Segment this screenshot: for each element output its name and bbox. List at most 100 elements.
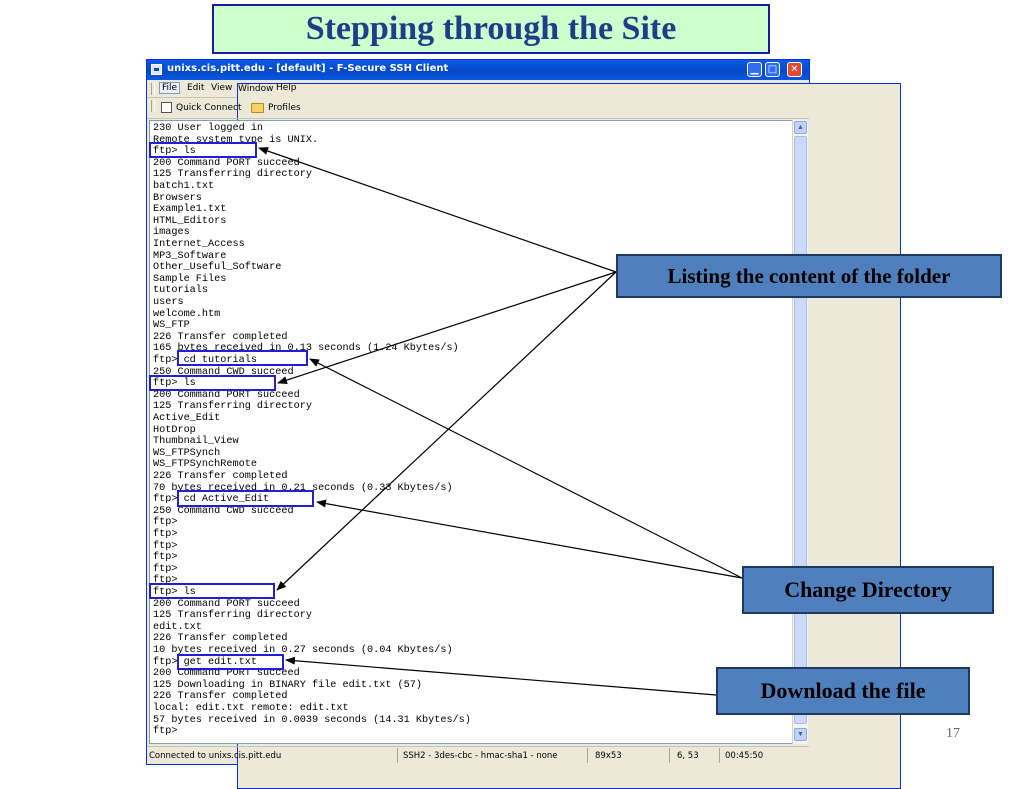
slide-title: Stepping through the Site: [212, 4, 770, 54]
terminal-line: ftp>: [153, 575, 178, 587]
terminal-line: HTML_Editors: [153, 215, 227, 227]
terminal-line: ftp>: [153, 540, 178, 552]
profiles-label: Profiles: [268, 103, 301, 113]
terminal-line: Internet_Access: [153, 239, 245, 250]
arrow-listing-ls-2: [277, 271, 617, 384]
arrow-listing-ls-3: [276, 271, 617, 591]
menubar-grip: [151, 83, 155, 95]
scroll-down-icon[interactable]: ▼: [794, 728, 807, 741]
highlight-cd-tutorials: [177, 350, 308, 366]
terminal-line: Remote system type is UNIX.: [153, 134, 319, 146]
terminal-line: local: edit.txt remote: edit.txt: [153, 703, 349, 714]
terminal-line: ftp>: [153, 552, 178, 564]
terminal-line: 125 Downloading in BINARY file edit.txt …: [153, 679, 422, 691]
status-terminal-size: 89x53: [595, 751, 622, 761]
highlight-ls-1: [149, 142, 257, 158]
terminal-line: 125 Transferring directory: [153, 610, 312, 622]
terminal-line: 226 Transfer completed: [153, 633, 288, 645]
terminal-line: 200 Command PORT succeed: [153, 668, 300, 680]
terminal-line: 10 bytes received in 0.27 seconds (0.04 …: [153, 645, 453, 656]
terminal-line: ftp>: [153, 563, 178, 575]
menu-view[interactable]: View: [211, 83, 233, 93]
callout-arrows: [258, 147, 743, 696]
toolbar: Quick Connect Profiles: [147, 98, 809, 119]
terminal-line: Sample Files: [153, 273, 227, 285]
status-bar: Connected to unixs.cis.pitt.edu SSH2 - 3…: [147, 746, 809, 765]
menu-edit[interactable]: Edit: [187, 83, 205, 93]
terminal-line: users: [153, 297, 184, 308]
profiles-button[interactable]: Profiles: [251, 101, 301, 115]
quick-connect-icon: [161, 102, 172, 113]
terminal-line: HotDrop: [153, 424, 196, 436]
highlight-cd-active-edit: [177, 490, 314, 507]
terminal-line: ftp> ls: [153, 146, 196, 158]
callout-download: Download the file: [716, 667, 970, 715]
scroll-up-icon[interactable]: ▲: [794, 121, 807, 134]
terminal-line: 125 Transferring directory: [153, 401, 312, 413]
terminal-line: 200 Command PORT succeed: [153, 389, 300, 401]
close-button[interactable]: ✕: [787, 62, 802, 77]
terminal-line: ftp>: [153, 529, 178, 540]
status-elapsed-time: 00:45:50: [725, 751, 764, 761]
arrow-cd-active-edit: [316, 499, 743, 579]
callout-change-directory: Change Directory: [742, 566, 994, 614]
terminal-line: ftp> ls: [153, 378, 196, 390]
terminal-line: batch1.txt: [153, 181, 215, 192]
terminal-line: 125 Transferring directory: [153, 169, 312, 181]
terminal-window-icon[interactable]: [151, 64, 162, 75]
highlight-ls-3: [149, 583, 275, 599]
terminal-line: 230 User logged in: [153, 123, 264, 134]
terminal-line: WS_FTPSynch: [153, 447, 221, 459]
terminal-line: Active_Edit: [153, 413, 221, 424]
arrow-download: [285, 656, 717, 696]
status-divider: [719, 748, 720, 763]
callout-listing: Listing the content of the folder: [616, 254, 1002, 298]
terminal-line: ftp> ls: [153, 587, 196, 598]
arrow-cd-tutorials: [309, 358, 743, 579]
terminal-line: 200 Command PORT succeed: [153, 157, 300, 169]
status-encryption: SSH2 - 3des-cbc - hmac-sha1 - none: [403, 751, 558, 761]
status-cursor-position: 6, 53: [677, 751, 699, 761]
terminal-line: 226 Transfer completed: [153, 691, 288, 703]
status-divider: [397, 748, 398, 763]
terminal-line: ftp> get edit.txt: [153, 656, 257, 668]
terminal-line: MP3_Software: [153, 250, 227, 262]
terminal-line: 57 bytes received in 0.0039 seconds (14.…: [153, 714, 471, 726]
maximize-button[interactable]: □: [765, 62, 780, 77]
terminal-line: 250 Command CWD succeed: [153, 366, 294, 378]
terminal-line: Other_Useful_Software: [153, 262, 282, 274]
status-connection: Connected to unixs.cis.pitt.edu: [149, 751, 282, 761]
folder-icon: [251, 102, 264, 113]
terminal-line: ftp>: [153, 517, 178, 529]
arrow-listing-ls-1: [258, 147, 617, 273]
terminal-line: ftp>: [153, 726, 178, 738]
menu-file[interactable]: File: [159, 82, 181, 94]
window-title: unixs.cis.pitt.edu - [default] - F-Secur…: [167, 63, 449, 74]
terminal-line: Thumbnail_View: [153, 436, 239, 448]
terminal-line: images: [153, 227, 190, 239]
terminal-line: ftp> cd Active_Edit: [153, 494, 270, 506]
terminal-line: ftp> cd tutorials: [153, 355, 257, 366]
highlight-get-edit: [177, 654, 284, 670]
terminal-line: 200 Command PORT succeed: [153, 598, 300, 610]
terminal-line: WS_FTPSynchRemote: [153, 459, 257, 471]
toolbar-grip: [151, 100, 155, 112]
status-divider: [587, 748, 588, 763]
highlight-ls-2: [149, 375, 276, 391]
terminal-line: welcome.htm: [153, 308, 221, 320]
terminal-line: tutorials: [153, 285, 209, 297]
terminal-line: 226 Transfer completed: [153, 331, 288, 343]
quick-connect-button[interactable]: Quick Connect: [161, 101, 242, 115]
status-divider: [669, 748, 670, 763]
minimize-button[interactable]: ▁: [747, 62, 762, 77]
quick-connect-label: Quick Connect: [176, 103, 242, 113]
window-titlebar[interactable]: unixs.cis.pitt.edu - [default] - F-Secur…: [147, 60, 809, 80]
menu-help[interactable]: Help: [276, 83, 297, 93]
terminal-line: WS_FTP: [153, 320, 190, 332]
terminal-line: 70 bytes received in 0.21 seconds (0.33 …: [153, 482, 453, 494]
terminal-line: edit.txt: [153, 621, 202, 633]
terminal-line: 250 Command CWD succeed: [153, 505, 294, 517]
terminal-line: Browsers: [153, 192, 202, 204]
terminal-line: 226 Transfer completed: [153, 471, 288, 482]
